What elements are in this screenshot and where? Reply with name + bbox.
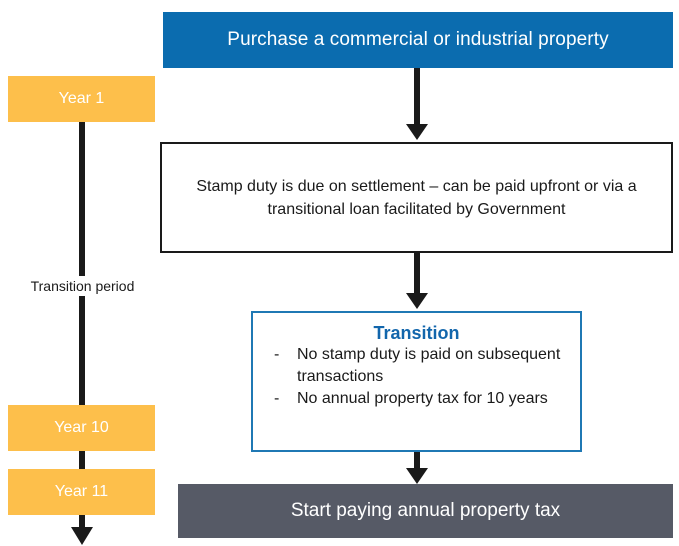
flow-arrow-3-head-icon bbox=[406, 468, 428, 484]
node-transition-bullet-item: - No annual property tax for 10 years bbox=[263, 388, 570, 410]
node-transition-bullet-list: - No stamp duty is paid on subsequent tr… bbox=[263, 344, 570, 410]
flow-arrow-3-shaft bbox=[414, 452, 420, 470]
node-transition: Transition - No stamp duty is paid on su… bbox=[251, 311, 582, 452]
timeline-marker-year-1-label: Year 1 bbox=[58, 90, 105, 107]
node-purchase-property: Purchase a commercial or industrial prop… bbox=[163, 12, 673, 68]
node-transition-bullet-text: No annual property tax for 10 years bbox=[297, 390, 548, 407]
node-stamp-duty: Stamp duty is due on settlement – can be… bbox=[160, 142, 673, 253]
bullet-dash-icon: - bbox=[274, 390, 280, 407]
bullet-dash-icon: - bbox=[274, 346, 280, 363]
flow-arrow-1-head-icon bbox=[406, 124, 428, 140]
node-transition-bullet-text: No stamp duty is paid on subsequent tran… bbox=[297, 346, 561, 385]
timeline-arrow-head-icon bbox=[71, 527, 93, 545]
flow-arrow-1-shaft bbox=[414, 68, 420, 126]
flow-arrow-2-shaft bbox=[414, 253, 420, 295]
node-start-paying-property-tax: Start paying annual property tax bbox=[178, 484, 673, 538]
flow-arrow-2-head-icon bbox=[406, 293, 428, 309]
timeline-period-label: Transition period bbox=[30, 278, 135, 294]
timeline-segment-year1-to-label bbox=[79, 118, 85, 276]
node-purchase-property-label: Purchase a commercial or industrial prop… bbox=[227, 29, 609, 50]
node-start-paying-property-tax-label: Start paying annual property tax bbox=[290, 500, 561, 521]
timeline-marker-year-10: Year 10 bbox=[8, 405, 155, 451]
timeline-segment-label-to-year10 bbox=[79, 296, 85, 408]
node-transition-title: Transition bbox=[373, 323, 460, 343]
timeline-marker-year-11-label: Year 11 bbox=[54, 483, 109, 500]
timeline-marker-year-10-label: Year 10 bbox=[54, 419, 109, 436]
node-stamp-duty-label: Stamp duty is due on settlement – can be… bbox=[196, 177, 637, 218]
timeline-segment-year11-to-arrow bbox=[79, 511, 85, 529]
timeline-marker-year-11: Year 11 bbox=[8, 469, 155, 515]
node-transition-bullet-item: - No stamp duty is paid on subsequent tr… bbox=[263, 344, 570, 388]
timeline-marker-year-1: Year 1 bbox=[8, 76, 155, 122]
timeline-segment-year10-to-year11 bbox=[79, 447, 85, 472]
